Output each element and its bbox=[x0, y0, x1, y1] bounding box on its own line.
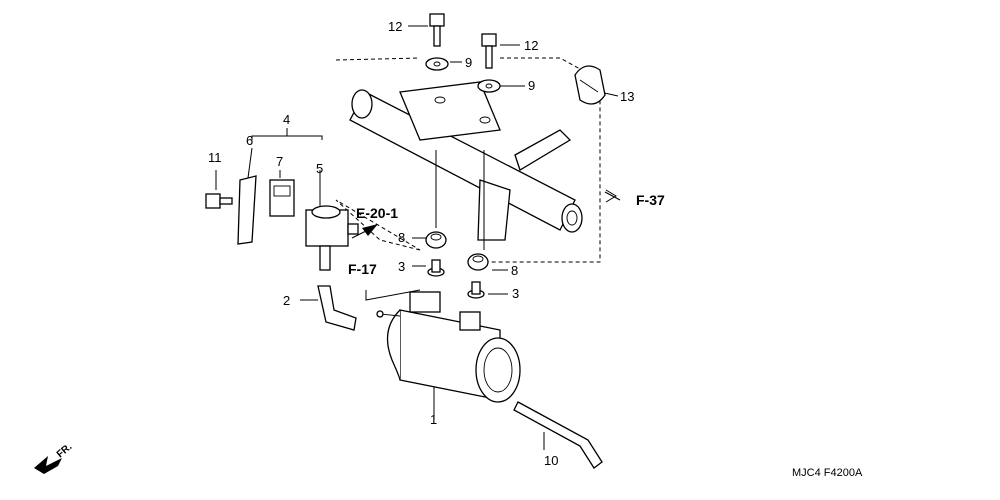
clamp-13 bbox=[574, 65, 606, 105]
ref-f-17[interactable]: F-17 bbox=[348, 261, 377, 277]
collar-3-right bbox=[467, 281, 485, 299]
callout-10: 10 bbox=[544, 453, 558, 468]
hose-2 bbox=[317, 285, 357, 331]
ref-f-37[interactable]: F-37 bbox=[636, 192, 665, 208]
callout-11: 11 bbox=[208, 150, 222, 165]
callout-12-left: 12 bbox=[388, 19, 402, 34]
callout-9-right: 9 bbox=[528, 78, 535, 93]
callout-6: 6 bbox=[246, 133, 253, 148]
fr-direction-label: FR. bbox=[55, 441, 75, 460]
callout-9-left: 9 bbox=[465, 55, 472, 70]
callout-7: 7 bbox=[276, 154, 283, 169]
callout-12-right: 12 bbox=[524, 38, 538, 53]
charcoal-canister-1 bbox=[376, 291, 521, 403]
fr-direction-arrow bbox=[34, 456, 62, 474]
grommet-8-left bbox=[425, 231, 447, 249]
callout-8-right: 8 bbox=[511, 263, 518, 278]
collar-3-left bbox=[427, 259, 445, 277]
arrow-f-37 bbox=[605, 189, 617, 203]
callout-4: 4 bbox=[283, 112, 290, 127]
purge-solenoid-valve-5 bbox=[305, 205, 359, 271]
arrow-e-20-1 bbox=[351, 224, 378, 239]
callout-5: 5 bbox=[316, 161, 323, 176]
hose-10 bbox=[513, 401, 603, 469]
callout-3-left: 3 bbox=[398, 259, 405, 274]
connector-7 bbox=[269, 179, 295, 217]
leader-lines bbox=[215, 25, 621, 450]
ref-e-20-1[interactable]: E-20-1 bbox=[356, 205, 398, 221]
washer-9-left bbox=[425, 57, 449, 71]
grommet-8-right bbox=[467, 253, 489, 271]
callout-1: 1 bbox=[430, 412, 437, 427]
bracket-6 bbox=[237, 175, 257, 245]
bolt-12-right bbox=[481, 33, 497, 69]
washer-9-right bbox=[477, 79, 501, 93]
callout-2: 2 bbox=[283, 293, 290, 308]
bolt-12-left bbox=[429, 13, 445, 47]
callout-3-right: 3 bbox=[512, 286, 519, 301]
diagram-code: MJC4 F4200A bbox=[792, 467, 863, 479]
callout-8-left: 8 bbox=[398, 230, 405, 245]
callout-13: 13 bbox=[620, 89, 634, 104]
frame-bracket bbox=[349, 81, 583, 241]
bolt-11 bbox=[205, 193, 233, 209]
